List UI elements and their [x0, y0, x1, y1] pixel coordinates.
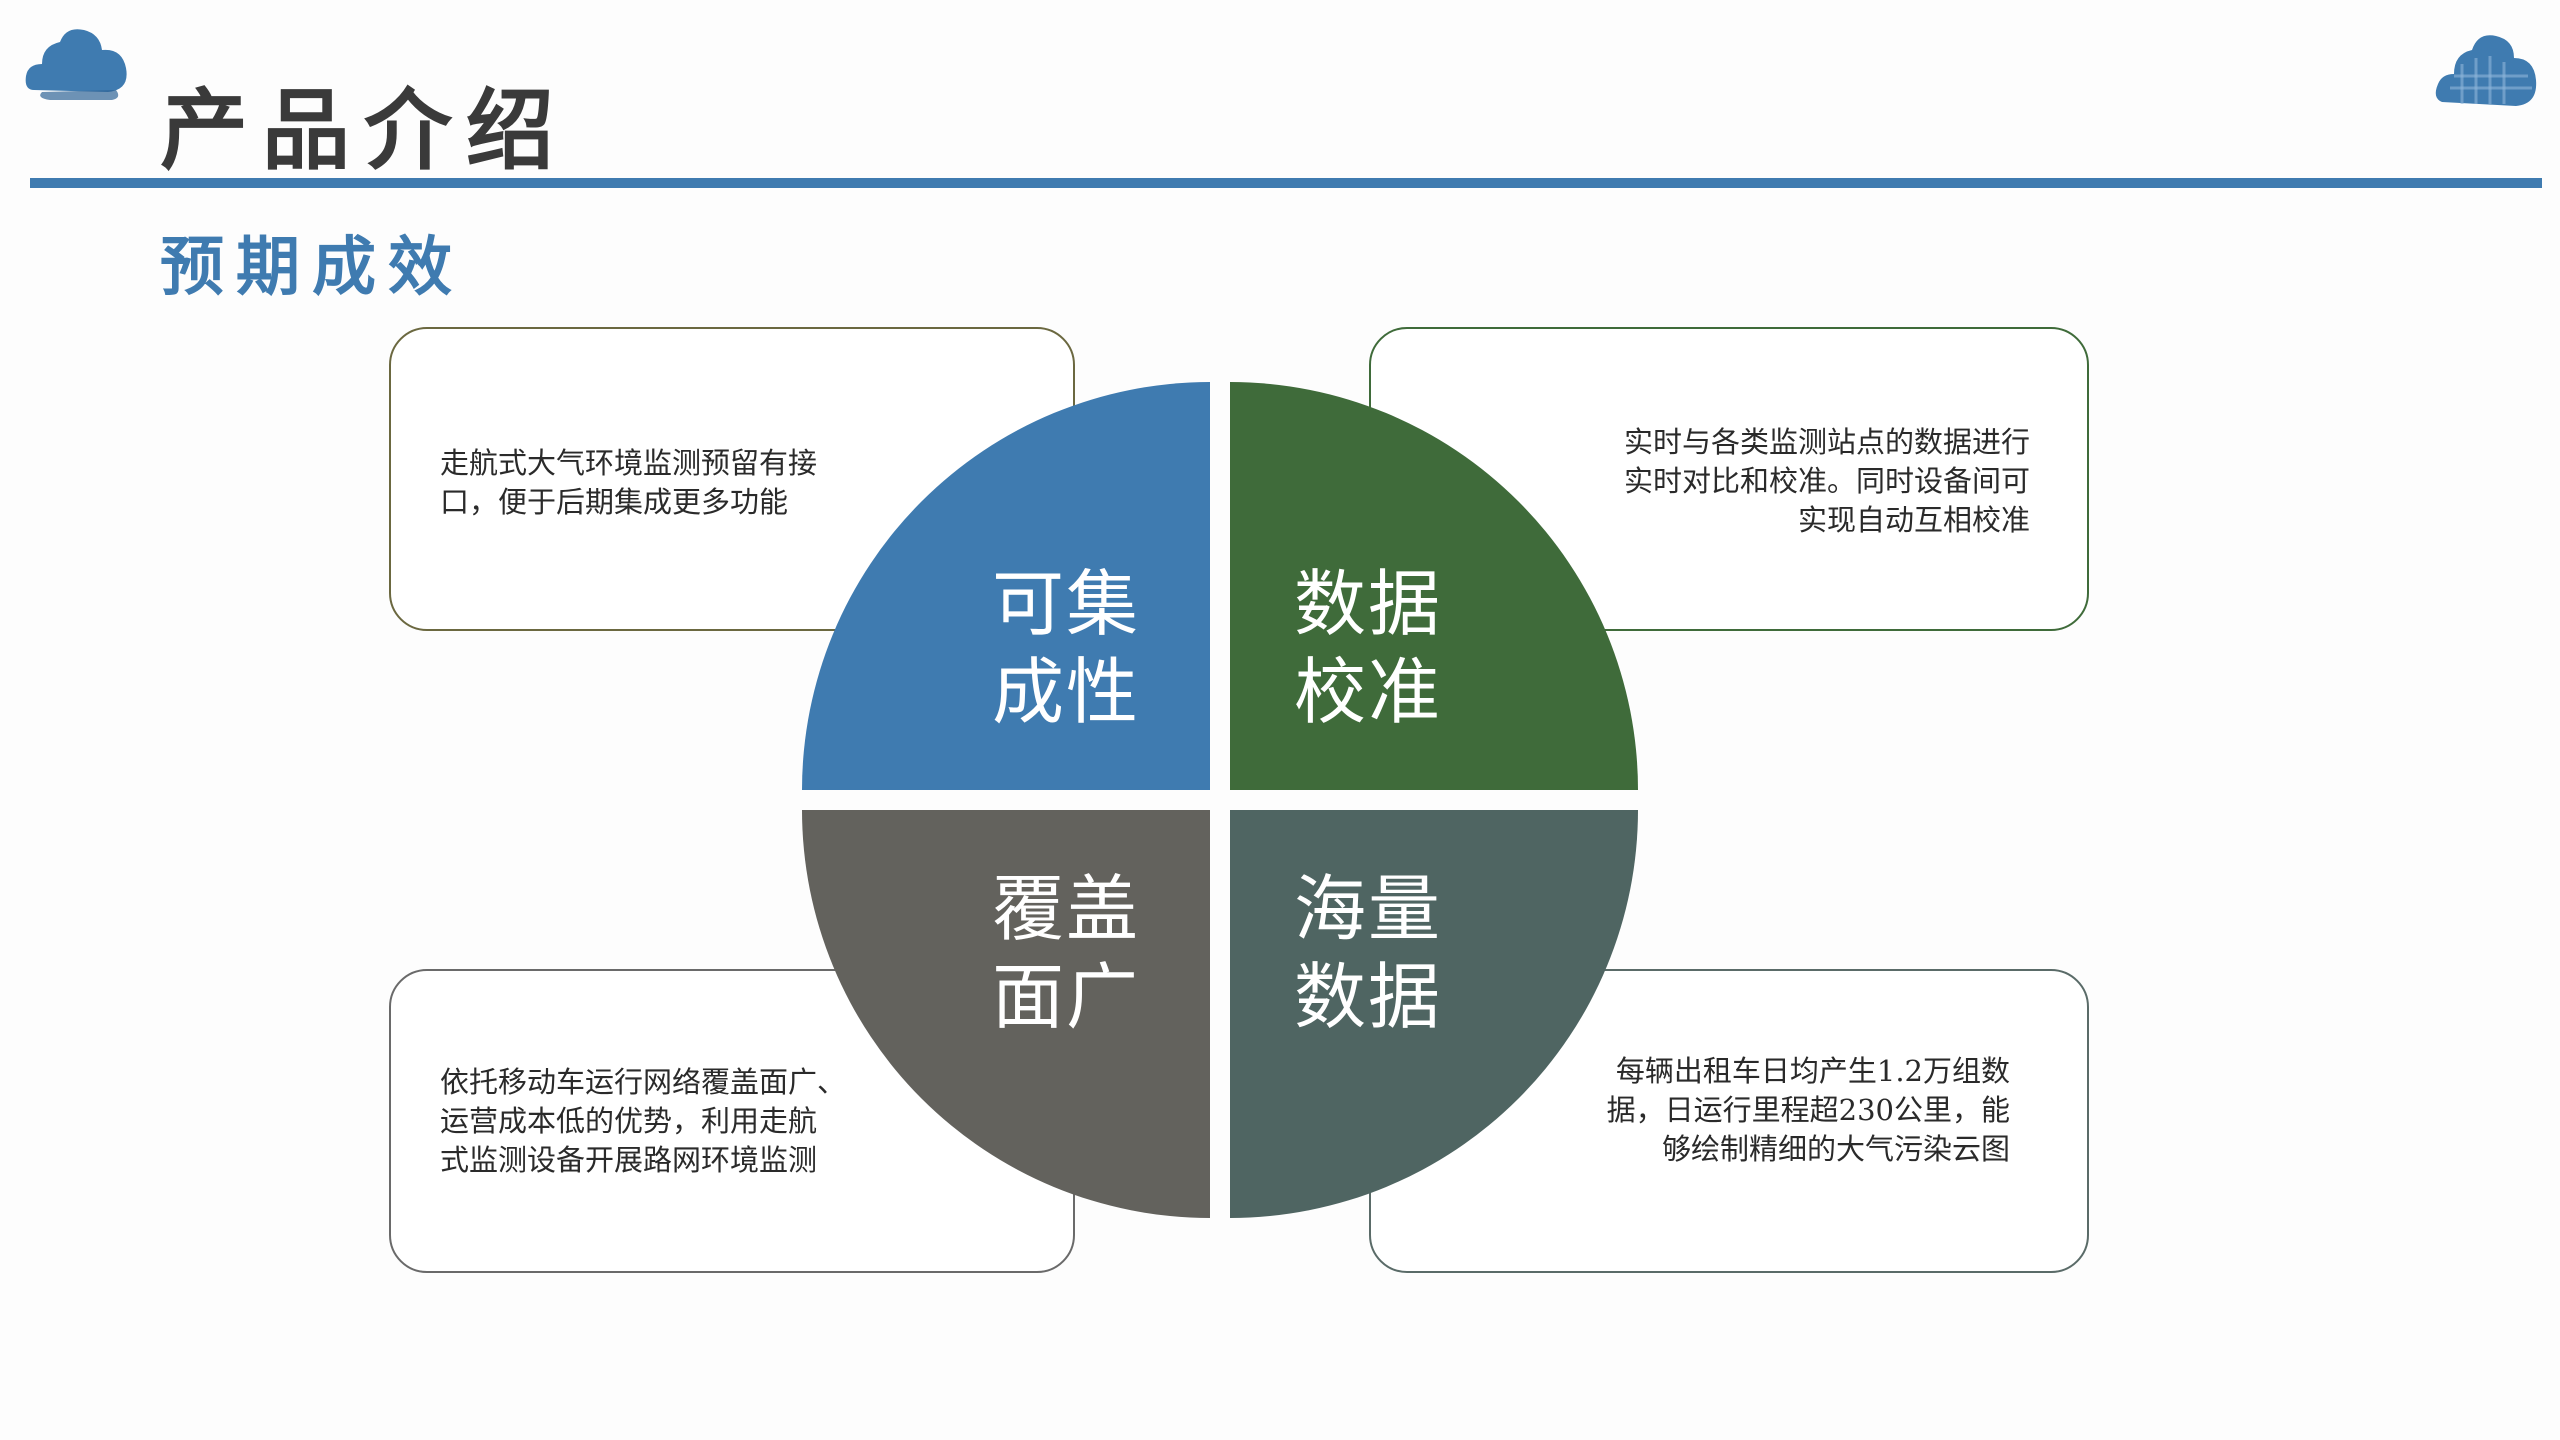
card-text-calibration: 实时与各类监测站点的数据进行 实时对比和校准。同时设备间可 实现自动互相校准 [1623, 425, 2030, 537]
card-text-integrability: 走航式大气环境监测预留有接 口，便于后期集成更多功能 [440, 446, 818, 519]
quadrant-label-integrability: 可集 成性 [992, 562, 1141, 734]
quadrant-label-massive-data: 海量 数据 [1294, 867, 1443, 1039]
quadrant-label-calibration: 数据 校准 [1294, 562, 1443, 734]
card-text-coverage: 依托移动车运行网络覆盖面广、 运营成本低的优势，利用走航 式监测设备开展路网环境… [440, 1065, 847, 1177]
cloud-icon-left [25, 29, 127, 100]
quadrant-top-left [802, 382, 1210, 790]
quadrant-circle [802, 382, 1638, 1218]
cloud-icon-right [2435, 35, 2537, 106]
quadrant-top-right [1230, 382, 1638, 790]
card-text-massive-data: 每辆出租车日均产生1.2万组数 据，日运行里程超230公里，能 够绘制精细的大气… [1606, 1054, 2010, 1166]
quadrant-label-coverage: 覆盖 面广 [992, 867, 1141, 1039]
title-divider [30, 178, 2542, 188]
section-subtitle: 预期成效 [160, 231, 464, 305]
quadrant-bottom-right [1230, 810, 1638, 1218]
quadrant-bottom-left [802, 810, 1210, 1218]
page-title: 产品介绍 [160, 79, 569, 182]
